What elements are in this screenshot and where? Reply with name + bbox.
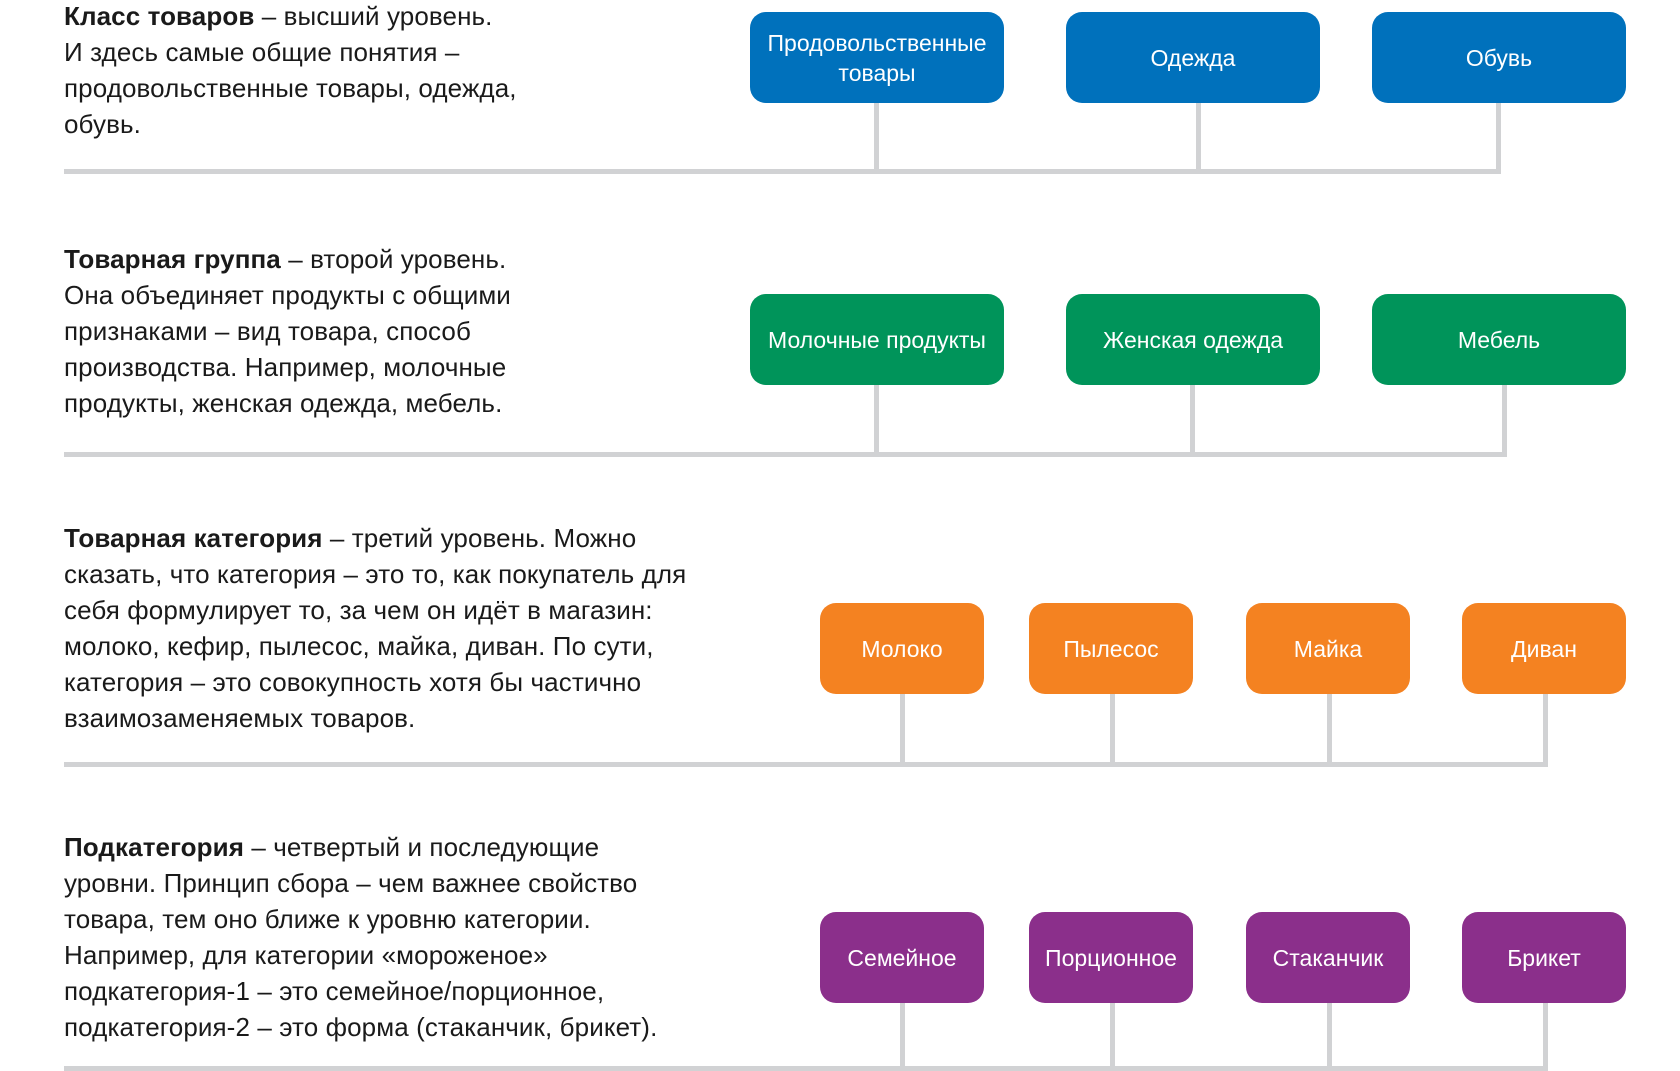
node-brick: Брикет (1462, 912, 1626, 1003)
connector-stem (900, 1003, 905, 1071)
level-divider (64, 169, 1501, 174)
connector-stem (1543, 694, 1548, 766)
connector-stem (1496, 103, 1501, 171)
connector-stem (1110, 1003, 1115, 1071)
level-class-term: Класс товаров (64, 1, 255, 31)
level-category-term: Товарная категория (64, 523, 323, 553)
connector-stem (1110, 694, 1115, 766)
level-category-description: Товарная категория – третий уровень. Мож… (64, 523, 687, 733)
connector-stem (1327, 694, 1332, 766)
connector-stem (900, 694, 905, 766)
node-womens-clothing: Женская одежда (1066, 294, 1320, 385)
node-dairy-products: Молочные продукты (750, 294, 1004, 385)
node-portion-size: Порционное (1029, 912, 1193, 1003)
level-group-term: Товарная группа (64, 244, 281, 274)
level-subcategory-term: Подкатегория (64, 832, 245, 862)
level-divider (64, 1066, 1548, 1071)
node-furniture: Мебель (1372, 294, 1626, 385)
connector-stem (874, 385, 879, 455)
connector-stem (874, 103, 879, 171)
level-group-description: Товарная группа – второй уровень. Она об… (64, 244, 511, 418)
level-divider (64, 452, 1507, 457)
node-family-size: Семейное (820, 912, 984, 1003)
connector-stem (1327, 1003, 1332, 1071)
connector-stem (1543, 1003, 1548, 1071)
node-tshirt: Майка (1246, 603, 1410, 694)
node-vacuum-cleaner: Пылесос (1029, 603, 1193, 694)
level-class-description: Класс товаров – высший уровень. И здесь … (64, 1, 517, 139)
node-sofa: Диван (1462, 603, 1626, 694)
connector-stem (1190, 385, 1195, 455)
connector-stem (1196, 103, 1201, 171)
node-milk: Молоко (820, 603, 984, 694)
node-food-products: Продовольственные товары (750, 12, 1004, 103)
level-divider (64, 762, 1548, 767)
node-clothing: Одежда (1066, 12, 1320, 103)
node-cup: Стаканчик (1246, 912, 1410, 1003)
node-footwear: Обувь (1372, 12, 1626, 103)
connector-stem (1502, 385, 1507, 455)
level-subcategory-description: Подкатегория – четвертый и последующие у… (64, 832, 658, 1042)
